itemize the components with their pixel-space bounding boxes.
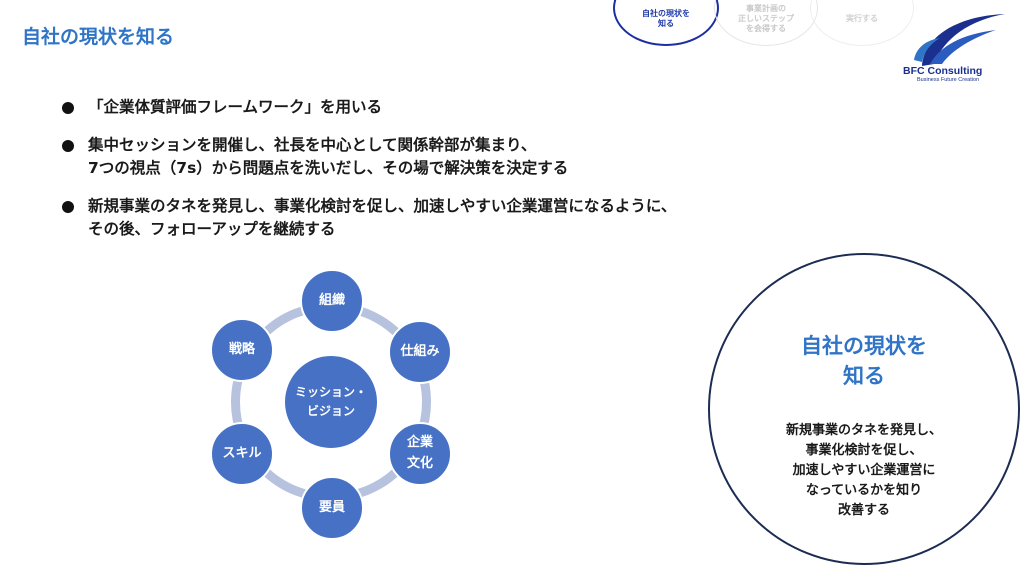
step-label: 事業計画の 正しいステップ を会得する: [738, 4, 794, 33]
node-strategy: 戦略: [210, 318, 274, 382]
node-culture: 企業 文化: [388, 422, 452, 486]
node-mission-vision: ミッション・ ビジョン: [283, 354, 379, 450]
bfc-logo-icon: [914, 14, 1005, 66]
bullet-list: 「企業体質評価フレームワーク」を用いる 集中セッションを開催し、社長を中心として…: [62, 96, 782, 256]
summary-title: 自社の現状を 知る: [801, 334, 927, 388]
step-last[interactable]: 実行する: [810, 0, 914, 46]
seven-s-diagram: ミッション・ ビジョン 組織 仕組み 企業 文化 要員 スキル 戦略: [200, 262, 460, 552]
node-system: 仕組み: [388, 320, 452, 384]
bullet-icon: [62, 140, 74, 152]
step-label: 自社の現状を 知る: [642, 9, 690, 28]
node-organization: 組織: [300, 269, 364, 333]
page-title: 自社の現状を知る: [22, 26, 175, 48]
step-label: 実行する: [846, 14, 878, 23]
logo-tagline: Business Future Creation: [917, 77, 980, 83]
bullet-text: 集中セッションを開催し、社長を中心として関係幹部が集まり、: [88, 136, 537, 154]
summary-text: 新規事業のタネを発見し、 事業化検討を促し、 加速しやすい企業運営に なっている…: [785, 423, 942, 518]
bullet-text: 「企業体質評価フレームワーク」を用いる: [88, 98, 383, 116]
bullet-icon: [62, 201, 74, 213]
logo-name: BFC Consulting: [903, 65, 983, 77]
bullet-icon: [62, 102, 74, 114]
step-next[interactable]: 事業計画の 正しいステップ を会得する: [714, 0, 818, 46]
bullet-text: 新規事業のタネを発見し、事業化検討を促し、加速しやすい企業運営になるように、: [88, 197, 677, 215]
step-current[interactable]: 自社の現状を 知る: [613, 0, 719, 46]
node-staff: 要員: [300, 476, 364, 540]
bullet-text: その後、フォローアップを継続する: [88, 220, 336, 238]
list-item: 「企業体質評価フレームワーク」を用いる: [62, 96, 782, 119]
list-item: 集中セッションを開催し、社長を中心として関係幹部が集まり、 7つの視点（7s）か…: [62, 134, 782, 180]
node-skill: スキル: [210, 422, 274, 486]
summary-circle: 自社の現状を 知る 新規事業のタネを発見し、 事業化検討を促し、 加速しやすい企…: [708, 253, 1020, 565]
bullet-text: 7つの視点（7s）から問題点を洗いだし、その場で解決策を決定する: [88, 159, 569, 177]
list-item: 新規事業のタネを発見し、事業化検討を促し、加速しやすい企業運営になるように、 そ…: [62, 195, 782, 241]
